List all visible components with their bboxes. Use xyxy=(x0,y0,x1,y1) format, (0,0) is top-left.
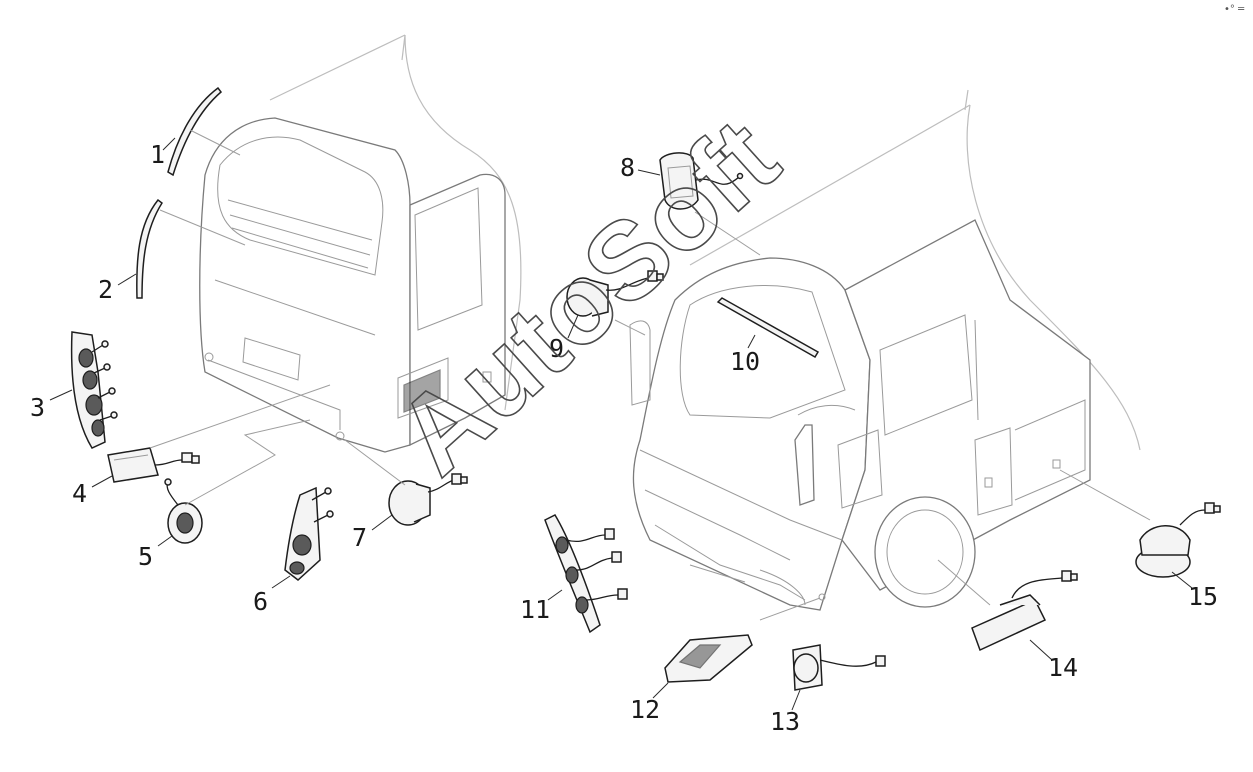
part-4-plate-lamp xyxy=(107,447,200,483)
corner-mark: •° ═ xyxy=(1224,4,1245,15)
part-1-trim-strip xyxy=(167,86,223,177)
part-7-round-lamp xyxy=(388,473,468,526)
part-13-fog-lamp xyxy=(792,644,886,691)
part-12-bumper-lamp xyxy=(664,634,753,683)
front-bus-view xyxy=(629,89,1141,611)
callout-3: 3 xyxy=(30,393,45,422)
part-15-side-lamp xyxy=(1135,502,1221,578)
callout-4: 4 xyxy=(72,479,87,508)
part-8-interior-lamp xyxy=(659,152,744,210)
callout-12: 12 xyxy=(630,695,660,724)
part-3-rear-lamp-cluster xyxy=(70,331,118,449)
part-2-trim-strip xyxy=(136,198,164,299)
callout-13: 13 xyxy=(770,707,800,736)
part-14-side-marker-lamp xyxy=(971,570,1078,652)
callout-8: 8 xyxy=(620,153,635,182)
callout-1: 1 xyxy=(150,140,165,169)
part-5-horn xyxy=(164,478,203,544)
part-10-wiper-blade xyxy=(716,297,820,359)
callout-5: 5 xyxy=(138,542,153,571)
leader-lines xyxy=(49,137,1193,711)
callout-14: 14 xyxy=(1048,653,1078,682)
callout-11: 11 xyxy=(520,595,550,624)
part-11-headlamp-assembly xyxy=(544,514,628,634)
callout-7: 7 xyxy=(352,523,367,552)
callout-15: 15 xyxy=(1188,582,1218,611)
callout-6: 6 xyxy=(253,587,268,616)
guide-lines xyxy=(149,129,1151,621)
callout-10: 10 xyxy=(730,347,760,376)
callout-9: 9 xyxy=(549,334,564,363)
part-9-round-lamp xyxy=(566,270,664,317)
callout-labels: 1 2 3 4 5 6 7 8 9 10 11 12 13 14 15 xyxy=(30,140,1218,736)
callout-2: 2 xyxy=(98,275,113,304)
part-6-rear-lamp-cluster xyxy=(284,486,334,581)
rear-bus-view xyxy=(199,34,522,453)
